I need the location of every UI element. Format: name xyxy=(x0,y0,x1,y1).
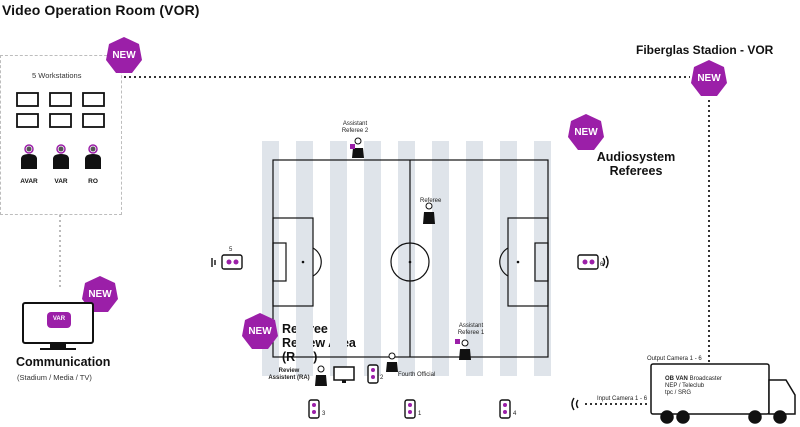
ob-van-title-suffix: Broadcaster xyxy=(689,376,722,382)
referee-label: Referee xyxy=(420,198,442,204)
camera-6-label: 6 xyxy=(600,262,604,268)
new-badge-vor xyxy=(106,37,142,73)
role-var-label: VAR xyxy=(54,178,68,185)
assistant-referee-1-icon xyxy=(455,339,471,360)
assistant-referee-1-label: Assistant Referee 1 xyxy=(457,323,485,336)
camera-5-icon xyxy=(211,254,243,270)
output-camera-label: Output Camera 1 - 6 xyxy=(647,356,702,362)
assistant-referee-2-icon xyxy=(350,137,364,158)
workstation-monitors xyxy=(16,92,105,128)
pitch xyxy=(262,141,551,376)
new-badge-stadion xyxy=(691,60,727,96)
review-assistant-label: Review Assistent (RA) xyxy=(268,368,310,381)
role-ro-label: RO xyxy=(88,178,98,185)
new-badge-audio xyxy=(568,114,604,150)
assistant-referee-2-label: Assistant Referee 2 xyxy=(341,121,369,134)
signal-waves-icon xyxy=(571,397,579,411)
ob-van-icon xyxy=(650,363,796,424)
vdu-label: VAR xyxy=(52,316,66,322)
ob-van-text: OB VAN Broadcaster NEP / Teleclub tpc / … xyxy=(665,376,765,397)
role-avar-label: AVAR xyxy=(20,178,38,185)
ro-person-icon xyxy=(85,144,101,169)
communication-monitor-icon xyxy=(22,302,94,350)
review-monitor-icon xyxy=(333,366,355,383)
new-badge-communication-text: NEW xyxy=(88,289,112,300)
connection-lines xyxy=(59,76,710,405)
camera-3-icon xyxy=(308,399,320,419)
audiosystem-label: Audiosystem Referees xyxy=(596,150,676,178)
var-person-icon xyxy=(53,144,69,169)
camera-1-label: 1 xyxy=(418,411,422,417)
camera-4-label: 4 xyxy=(513,411,517,417)
diagram-title: Video Operation Room (VOR) xyxy=(2,2,200,18)
avar-person-icon xyxy=(21,144,37,169)
camera-2-icon xyxy=(367,364,379,384)
new-badge-rra-text: NEW xyxy=(248,326,272,337)
communication-label: Communication xyxy=(16,355,111,369)
review-assistant-icon xyxy=(315,365,327,386)
camera-4-icon xyxy=(499,399,511,419)
fourth-official-label: Fourth Official xyxy=(398,372,436,378)
camera-5-label: 5 xyxy=(229,247,233,253)
fourth-official-icon xyxy=(386,352,398,372)
workstations-label: 5 Workstations xyxy=(32,71,82,80)
camera-2-label: 2 xyxy=(380,375,384,381)
vor-room-box xyxy=(0,55,122,215)
referee-icon xyxy=(423,202,435,224)
communication-sub-label: (Stadium / Media / TV) xyxy=(17,373,92,382)
stadion-vor-label: Fiberglas Stadion - VOR xyxy=(636,43,774,57)
pitch-lines xyxy=(272,159,549,358)
input-camera-label: Input Camera 1 - 6 xyxy=(597,396,648,402)
camera-3-label: 3 xyxy=(322,411,326,417)
ob-van-title: OB VAN xyxy=(665,376,688,382)
ob-van-line-1: NEP / Teleclub xyxy=(665,383,705,389)
new-badge-rra xyxy=(242,313,278,349)
ob-van-line-2: tpc / SRG xyxy=(665,390,692,396)
new-badge-audio-text: NEW xyxy=(574,127,598,138)
new-badge-vor-text: NEW xyxy=(112,50,136,61)
camera-icons xyxy=(211,254,609,419)
new-badge-stadion-text: NEW xyxy=(697,73,721,84)
vor-operators xyxy=(21,144,101,169)
pitch-people xyxy=(315,137,471,386)
camera-1-icon xyxy=(404,399,416,419)
camera-6-icon xyxy=(577,254,609,270)
